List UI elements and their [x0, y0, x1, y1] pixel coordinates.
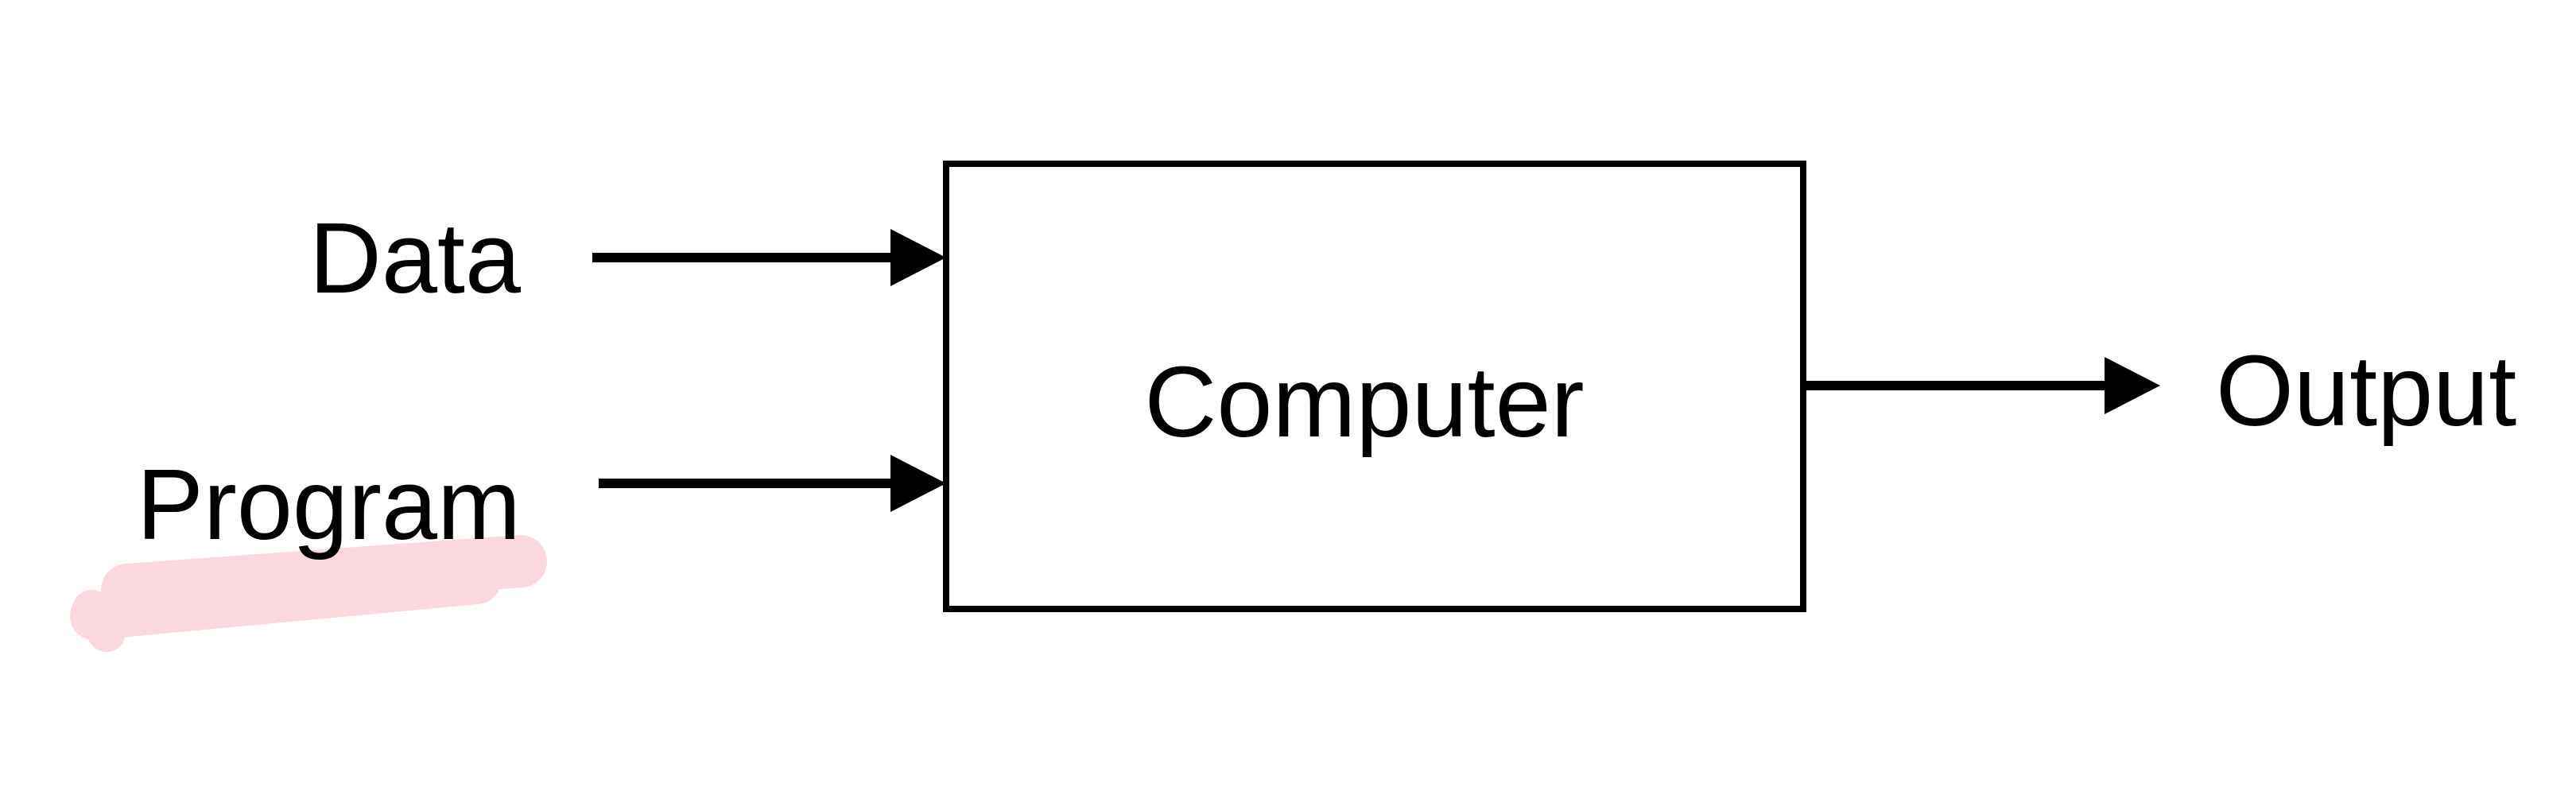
data-label: Data: [309, 202, 522, 314]
highlight-left-curl: [72, 590, 126, 652]
computer-node: Computer: [943, 161, 1806, 612]
computer-label: Computer: [1144, 346, 1584, 458]
output-label: Output: [2216, 335, 2516, 447]
data-to-computer-arrow: [592, 229, 946, 286]
arrowhead-icon: [890, 455, 946, 512]
computer-to-output-arrow: [1806, 357, 2160, 414]
computer-box: [943, 161, 1806, 612]
highlight-lower-stroke: [70, 556, 501, 640]
program-highlight-marker-icon: [70, 535, 547, 652]
arrowhead-icon: [890, 229, 946, 286]
program-label: Program: [137, 448, 521, 560]
arrowhead-icon: [2105, 357, 2160, 414]
program-to-computer-arrow: [599, 455, 946, 512]
